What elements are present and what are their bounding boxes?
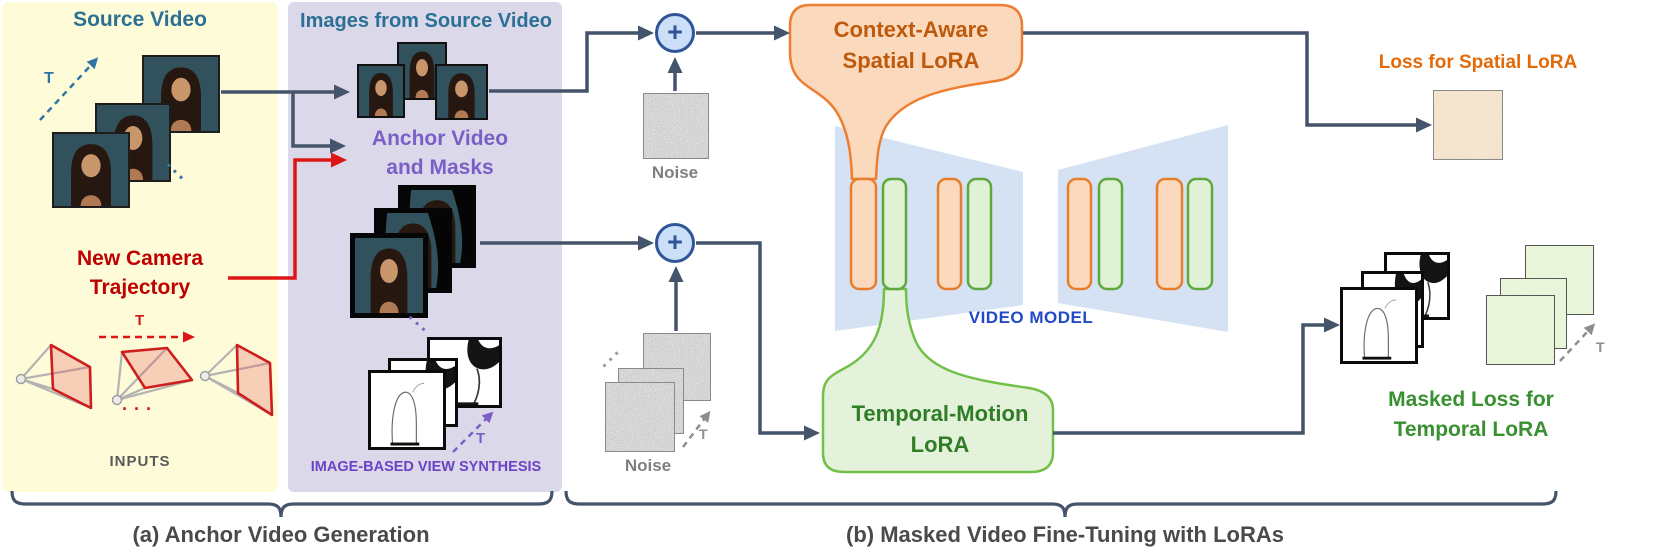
encoder-spatial-lora-1 (849, 177, 878, 291)
spatial-lora-line-1: Context-Aware (833, 17, 989, 42)
caption-b: (b) Masked Video Fine-Tuning with LoRAs (846, 522, 1284, 547)
noise-stack-1 (605, 382, 675, 452)
temporal-loss-label: Masked Loss for Temporal LoRA (1360, 385, 1582, 445)
loss-mask-1 (1340, 287, 1418, 364)
encoder-temporal-lora-2 (966, 177, 993, 291)
braces (10, 490, 1558, 518)
green-loss-time-label: T (1596, 339, 1605, 355)
noise-label-top: Noise (651, 163, 699, 182)
spatial-loss-image (1433, 90, 1503, 160)
encoder-temporal-lora-1 (881, 177, 908, 291)
encoder-spatial-lora-2 (936, 177, 963, 291)
anchor-video-label: Anchor Video and Masks (330, 124, 550, 182)
arrow-temporal-lora-to-masked-loss (1053, 317, 1340, 435)
source-video-title: Source Video (73, 8, 207, 31)
spatial-loss-label: Loss for Spatial LoRA (1378, 52, 1578, 73)
images-from-source-title: Images from Source Video (300, 10, 552, 32)
arrow-spatial-lora-to-loss (1023, 31, 1432, 133)
sampled-image-1 (357, 64, 405, 118)
noise-label-bottom: Noise (624, 456, 672, 475)
caption-a: (a) Anchor Video Generation (132, 522, 430, 547)
spatial-lora-line-2: Spatial LoRA (842, 48, 980, 73)
arrow-plus-to-temporal-lora (696, 241, 820, 441)
decoder-spatial-lora-1 (1066, 177, 1093, 291)
temporal-loss-line-1: Masked Loss for (1388, 388, 1554, 411)
decoder-temporal-lora-2 (1186, 177, 1214, 291)
decoder-spatial-lora-2 (1155, 177, 1184, 291)
trajectory-time-label: T (135, 312, 145, 329)
temporal-lora-line-1: Temporal-Motion (851, 401, 1029, 426)
brace-a (10, 490, 554, 518)
heading-line-2: Trajectory (89, 276, 191, 299)
trajectory-ellipsis: . . . (122, 394, 153, 414)
temporal-loss-line-2: Temporal LoRA (1393, 418, 1549, 441)
sampled-image-3 (435, 64, 488, 120)
decoder-temporal-lora-1 (1097, 177, 1124, 291)
temporal-lora-label: Temporal-Motion LoRA (826, 398, 1054, 460)
heading-line-1: New Camera (76, 247, 204, 270)
source-time-label: T (44, 70, 54, 87)
lora-layer-rects (849, 177, 1214, 291)
new-camera-trajectory-heading: New Camera Trajectory (30, 244, 250, 302)
temporal-lora-line-2: LoRA (910, 432, 970, 457)
brace-b (564, 490, 1558, 518)
ibvs-footer: IMAGE-BASED VIEW SYNTHESIS (310, 459, 542, 475)
add-noise-node-bottom: + (655, 223, 695, 263)
green-loss-1 (1486, 295, 1555, 365)
inputs-footer: INPUTS (109, 453, 171, 470)
video-model-label: VIDEO MODEL (968, 308, 1094, 327)
anchor-line-1: Anchor Video (371, 127, 509, 150)
spatial-lora-label: Context-Aware Spatial LoRA (800, 14, 1022, 76)
add-noise-node-top: + (655, 13, 695, 53)
anchor-line-2: and Masks (386, 156, 494, 179)
source-frame-1 (52, 132, 130, 208)
decoder-trapezoid (1058, 125, 1228, 332)
anchor-frame-1 (350, 233, 428, 318)
noise-image-top (643, 93, 709, 159)
encoder-trapezoid (835, 126, 1023, 331)
masks-time-label: T (476, 430, 486, 447)
noise-time-label: T (699, 426, 708, 442)
mask-frame-1 (368, 370, 446, 450)
